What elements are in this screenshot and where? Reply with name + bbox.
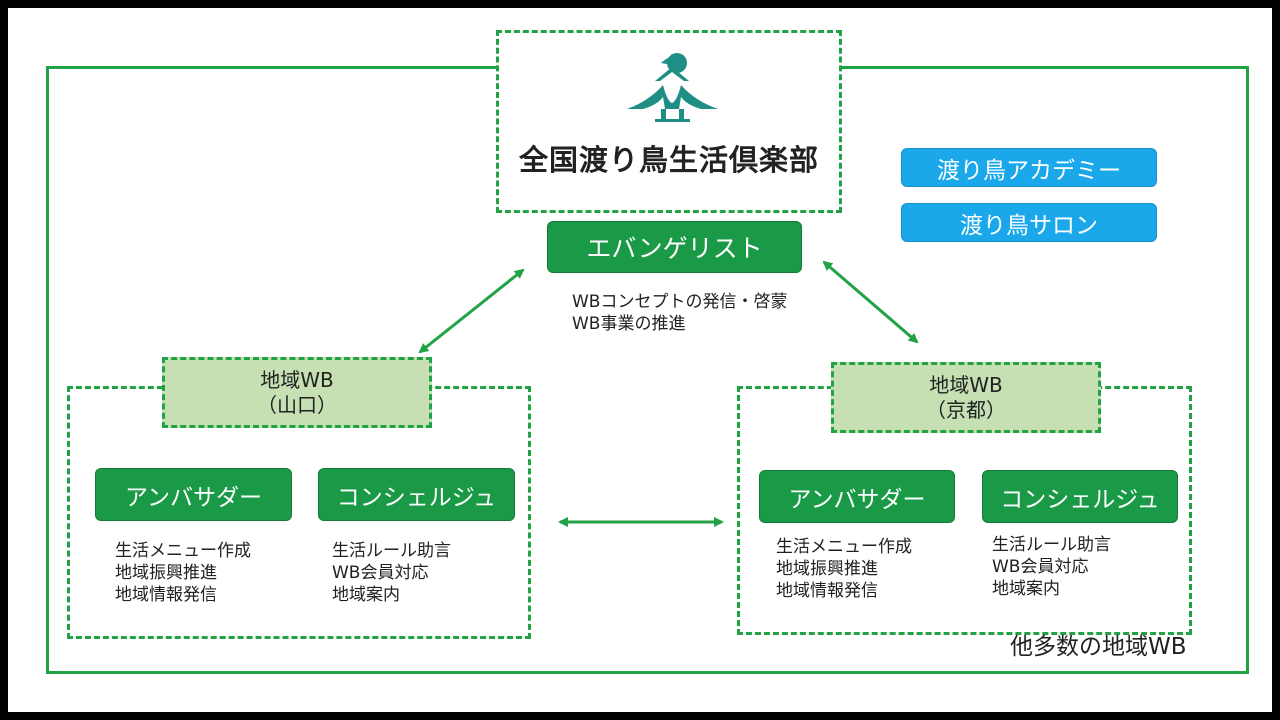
bird-house-logo-icon (627, 53, 718, 122)
academy-button[interactable]: 渡り鳥アカデミー (901, 148, 1157, 187)
desc-line: 地域振興推進 (776, 559, 878, 579)
evangelist-desc-line: WB事業の推進 (572, 314, 686, 334)
region-label-line: 地域WB (929, 372, 1003, 397)
ambassador-kyoto-description: 生活メニュー作成 地域振興推進 地域情報発信 (776, 536, 912, 602)
region-kyoto-label: 地域WB （京都） (831, 362, 1101, 433)
region-label-name: （京都） (926, 397, 1006, 422)
concierge-kyoto-box: コンシェルジュ (982, 470, 1178, 523)
salon-button[interactable]: 渡り鳥サロン (901, 203, 1157, 242)
evangelist-box: エバンゲリスト (547, 221, 802, 273)
other-regions-label: 他多数の地域WB (1010, 634, 1187, 660)
club-box: 全国渡り鳥生活倶楽部 (496, 30, 842, 213)
desc-line: 生活ルール助言 (992, 535, 1111, 555)
desc-line: 生活メニュー作成 (776, 537, 912, 557)
ambassador-yamaguchi-box: アンバサダー (95, 468, 292, 521)
evangelist-desc-line: WBコンセプトの発信・啓蒙 (572, 292, 788, 312)
desc-line: 地域案内 (992, 579, 1060, 599)
desc-line: 地域振興推進 (115, 563, 217, 583)
desc-line: 地域情報発信 (115, 585, 217, 605)
ambassador-yamaguchi-description: 生活メニュー作成 地域振興推進 地域情報発信 (115, 540, 251, 606)
desc-line: 地域情報発信 (776, 581, 878, 601)
concierge-kyoto-description: 生活ルール助言 WB会員対応 地域案内 (992, 534, 1111, 600)
evangelist-description: WBコンセプトの発信・啓蒙 WB事業の推進 (572, 291, 787, 335)
desc-line: 地域案内 (332, 585, 400, 605)
desc-line: WB会員対応 (332, 563, 429, 583)
desc-line: WB会員対応 (992, 557, 1089, 577)
club-title: 全国渡り鳥生活倶楽部 (518, 143, 819, 177)
region-yamaguchi-label: 地域WB （山口） (162, 357, 432, 428)
region-label-line: 地域WB (260, 367, 334, 392)
desc-line: 生活メニュー作成 (115, 541, 251, 561)
ambassador-kyoto-box: アンバサダー (759, 470, 955, 523)
desc-line: 生活ルール助言 (332, 541, 451, 561)
concierge-yamaguchi-box: コンシェルジュ (318, 468, 515, 521)
region-label-name: （山口） (257, 392, 337, 417)
concierge-yamaguchi-description: 生活ルール助言 WB会員対応 地域案内 (332, 540, 451, 606)
